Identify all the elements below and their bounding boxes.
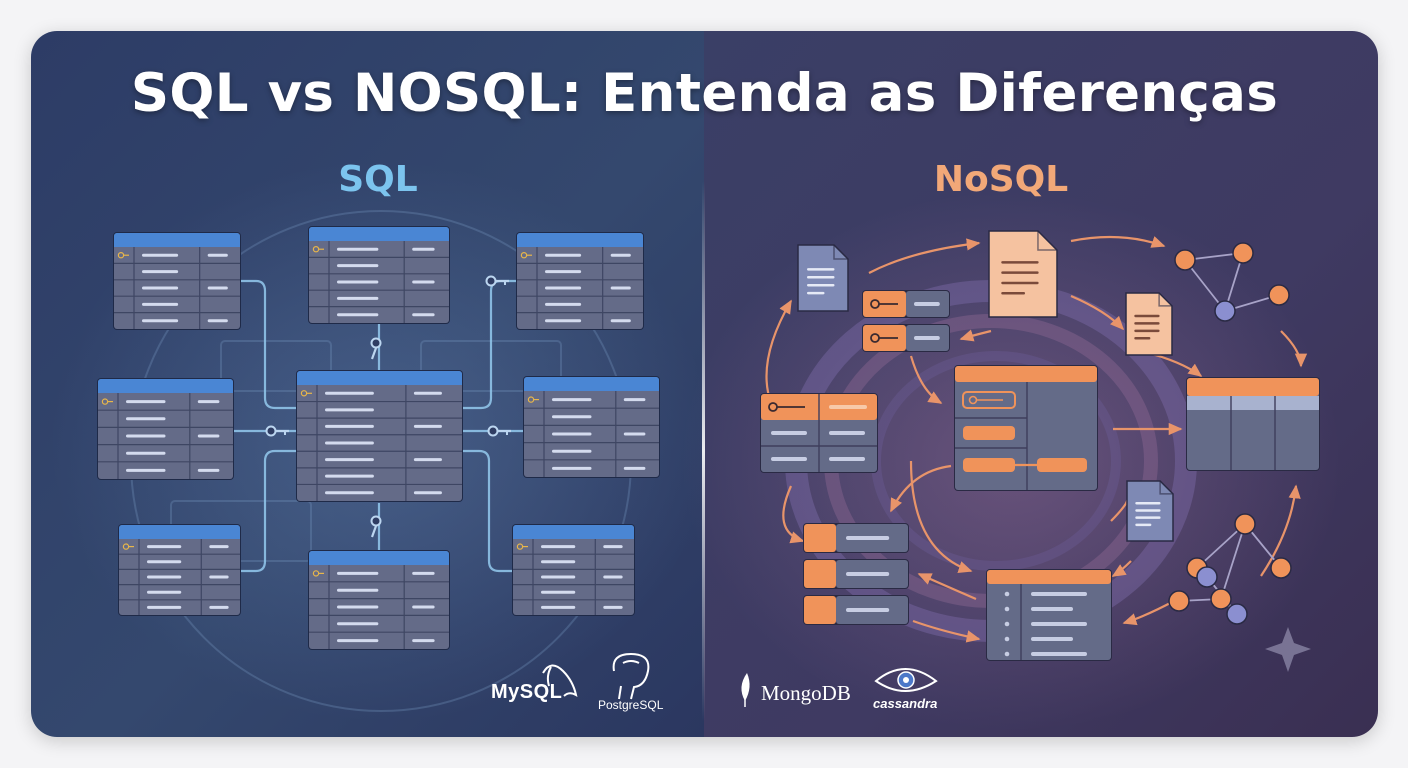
main-title: SQL vs NOSQL: Entenda as Diferenças bbox=[130, 63, 1279, 124]
comparison-diagram bbox=[31, 31, 1378, 737]
key-icon bbox=[370, 337, 382, 360]
nosql-list-panel bbox=[986, 569, 1112, 661]
key-icon bbox=[312, 245, 324, 253]
kv-stack-2 bbox=[803, 559, 909, 589]
key-icon bbox=[968, 395, 1003, 405]
mysql-logo: MySQL bbox=[491, 681, 563, 703]
sql-heading: SQL bbox=[338, 159, 418, 200]
sql-tables bbox=[97, 226, 660, 650]
sql-table-bottom-right bbox=[512, 524, 635, 616]
document-icon bbox=[797, 244, 849, 312]
mongodb-logo: MongoDB bbox=[761, 681, 851, 705]
graph-node-icon bbox=[1226, 603, 1248, 625]
sql-table-top-right bbox=[516, 232, 644, 330]
key-icon bbox=[516, 543, 528, 550]
nosql-heading: NoSQL bbox=[933, 159, 1069, 200]
key-icon bbox=[370, 515, 382, 538]
kv-pair-2 bbox=[862, 324, 950, 352]
key-icon bbox=[527, 396, 539, 403]
sql-table-top-center bbox=[308, 226, 450, 324]
graph-node-icon bbox=[1270, 557, 1292, 579]
key-icon bbox=[312, 570, 324, 577]
key-icon bbox=[300, 390, 312, 397]
graph-node-icon bbox=[1234, 513, 1256, 535]
postgresql-logo: PostgreSQL bbox=[598, 698, 664, 712]
postgresql-elephant-icon bbox=[612, 652, 650, 700]
nosql-graph-nodes bbox=[1168, 242, 1292, 625]
kv-stack-3 bbox=[803, 595, 909, 625]
key-icon bbox=[101, 398, 113, 405]
key-icon bbox=[122, 543, 134, 550]
nosql-document-store-panel bbox=[954, 365, 1098, 491]
key-icon bbox=[487, 425, 511, 437]
kv-stack-1 bbox=[803, 523, 909, 553]
mysql-dolphin-icon bbox=[542, 664, 578, 697]
cassandra-eye-icon bbox=[874, 668, 938, 692]
center-divider bbox=[702, 181, 705, 721]
sql-table-bottom-center bbox=[308, 550, 450, 650]
nosql-key-value-blocks bbox=[803, 290, 950, 625]
sql-table-middle-left bbox=[97, 378, 234, 480]
document-icon bbox=[988, 230, 1058, 318]
key-icon bbox=[870, 299, 898, 309]
key-icon bbox=[485, 275, 509, 287]
graph-node-icon bbox=[1210, 588, 1232, 610]
nosql-tables bbox=[760, 365, 1320, 661]
kv-pair-1 bbox=[862, 290, 950, 318]
sql-table-bottom-left bbox=[118, 524, 241, 616]
document-icon bbox=[1125, 292, 1173, 356]
nosql-kv-table bbox=[760, 393, 878, 473]
key-icon bbox=[768, 402, 805, 412]
mongodb-leaf-icon bbox=[741, 673, 750, 707]
graph-node-icon bbox=[1168, 590, 1190, 612]
key-icon bbox=[870, 333, 898, 343]
sql-key-icons bbox=[265, 275, 511, 538]
key-icon bbox=[520, 251, 532, 259]
graph-node-icon bbox=[1268, 284, 1290, 306]
sql-table-middle-right bbox=[523, 376, 660, 478]
graph-cluster-top bbox=[1174, 242, 1290, 322]
sparkle-icon bbox=[1265, 627, 1311, 672]
key-icon bbox=[117, 251, 129, 259]
key-icon bbox=[265, 425, 289, 437]
cassandra-logo: cassandra bbox=[873, 696, 938, 711]
graph-node-icon bbox=[1174, 249, 1196, 271]
nosql-documents bbox=[797, 230, 1174, 542]
sql-table-top-left bbox=[113, 232, 241, 330]
sql-table-central bbox=[296, 370, 463, 502]
graph-node-icon bbox=[1196, 566, 1218, 588]
graph-node-icon bbox=[1214, 300, 1236, 322]
infographic-card: SQL vs NOSQL: Entenda as Diferenças SQL … bbox=[31, 31, 1378, 737]
document-icon bbox=[1126, 480, 1174, 542]
graph-node-icon bbox=[1232, 242, 1254, 264]
nosql-wide-column-table bbox=[1186, 377, 1320, 471]
graph-cluster-bottom bbox=[1168, 513, 1292, 625]
